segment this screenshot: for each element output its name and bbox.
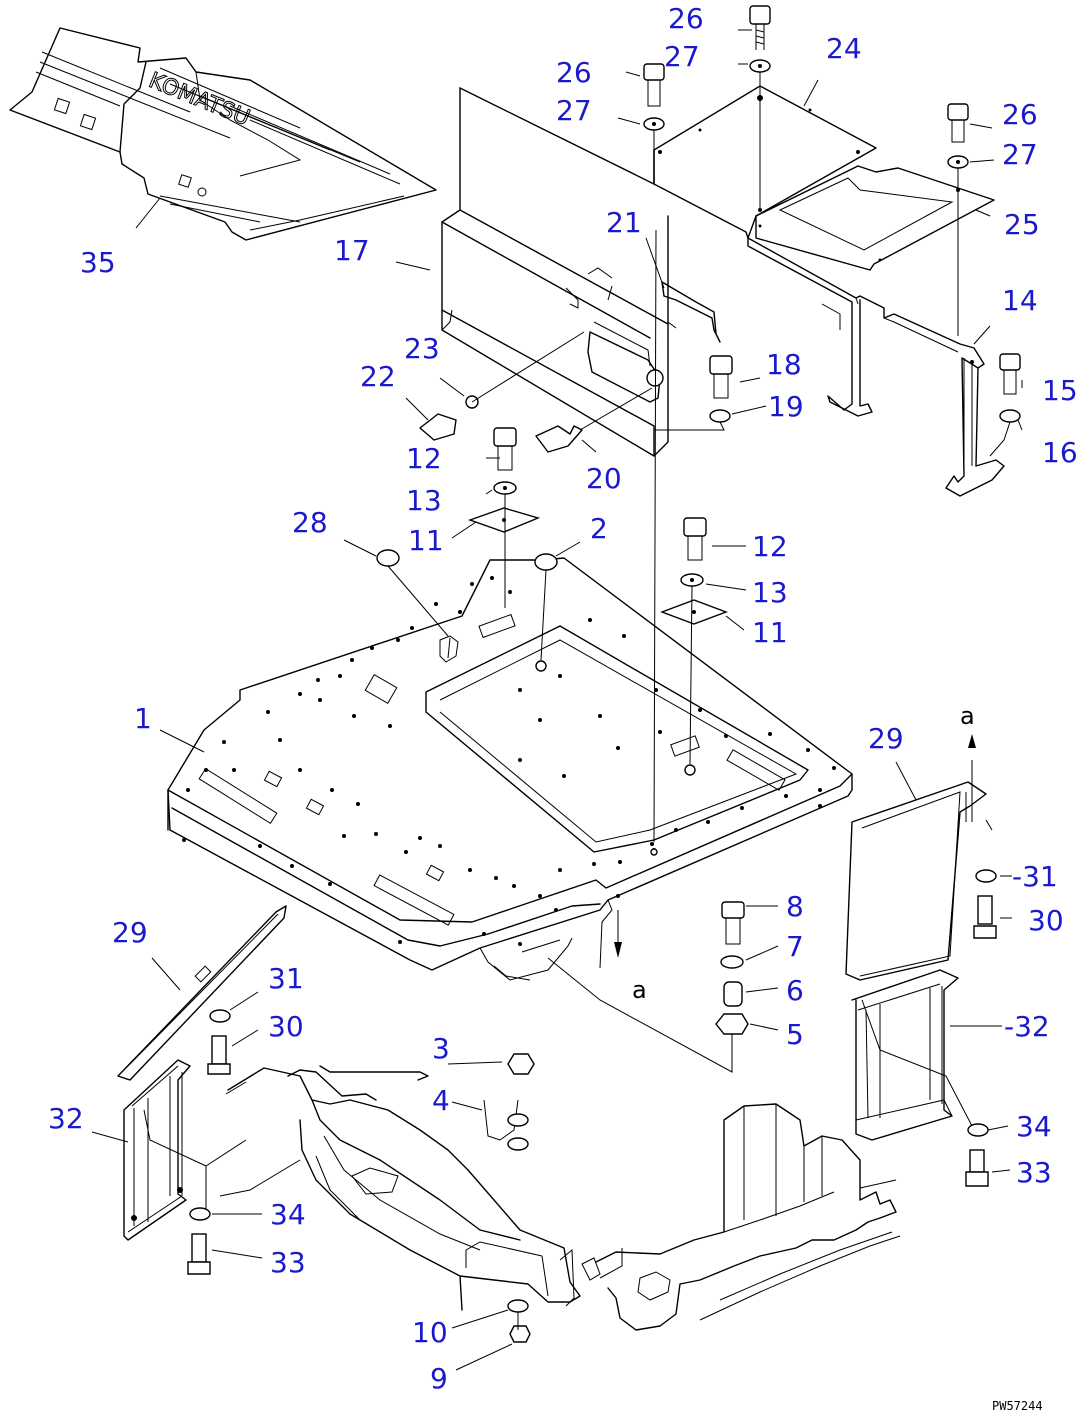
- part-label: 2: [590, 512, 608, 545]
- revolving-frame: [205, 1065, 901, 1331]
- part-label: 26: [556, 56, 592, 89]
- support-bracket: [747, 237, 1005, 497]
- part-label: 33: [1016, 1156, 1052, 1189]
- part-label: 15: [1042, 374, 1078, 407]
- part-label: 32: [48, 1102, 84, 1135]
- part-label: 35: [80, 246, 116, 279]
- part-label: 10: [412, 1316, 448, 1349]
- part-label: 25: [1004, 208, 1040, 241]
- part-label: 9: [430, 1362, 448, 1395]
- part-label: 12: [752, 530, 788, 563]
- part-label: 27: [664, 40, 700, 73]
- part-label: 24: [826, 32, 862, 65]
- part-label: 5: [786, 1018, 804, 1051]
- part-label: 13: [752, 576, 788, 609]
- part-label: 34: [1016, 1110, 1052, 1143]
- section-mark-bottom: a: [632, 976, 647, 1004]
- part-label: -31: [1012, 860, 1058, 893]
- part-label: 21: [606, 206, 642, 239]
- part-label: 7: [786, 930, 804, 963]
- part-label: 3: [432, 1032, 450, 1065]
- part-label: 4: [432, 1084, 450, 1117]
- part-label: 11: [408, 524, 444, 557]
- part-label: 29: [112, 916, 148, 949]
- part-label: 18: [766, 348, 802, 381]
- part-label: 8: [786, 890, 804, 923]
- hardware: [187, 5, 1021, 1343]
- side-cover: [755, 165, 995, 271]
- part-label: 19: [768, 390, 804, 423]
- part-label: 30: [1028, 904, 1064, 937]
- part-label: 26: [668, 2, 704, 35]
- floor-mat: KOMATSU: [9, 27, 437, 241]
- part-label: 27: [1002, 138, 1038, 171]
- top-cover: [653, 85, 877, 239]
- part-label: 16: [1042, 436, 1078, 469]
- part-label: 11: [752, 616, 788, 649]
- part-label: 31: [268, 962, 304, 995]
- part-labels: 26 27 24 26 27 26 27 25 35 17 21 14 23 2…: [48, 2, 1078, 1395]
- part-label: 6: [786, 974, 804, 1007]
- part-label: 29: [868, 722, 904, 755]
- part-label: 13: [406, 484, 442, 517]
- drawing-code: PW57244: [992, 1399, 1043, 1413]
- part-label: 34: [270, 1198, 306, 1231]
- floor-frame: [167, 557, 853, 981]
- part-label: 22: [360, 360, 396, 393]
- leader-lines: [91, 29, 1023, 1371]
- part-label: 26: [1002, 98, 1038, 131]
- part-label: 12: [406, 442, 442, 475]
- partition-panel: [419, 87, 721, 457]
- part-label: 1: [134, 702, 152, 735]
- part-label: 27: [556, 94, 592, 127]
- section-mark-top: a: [960, 702, 975, 730]
- part-label: 20: [586, 462, 622, 495]
- part-label: 28: [292, 506, 328, 539]
- part-label: 14: [1002, 284, 1038, 317]
- left-stand: [117, 905, 287, 1241]
- part-label: 23: [404, 332, 440, 365]
- part-label: 17: [334, 234, 370, 267]
- part-label: 33: [270, 1246, 306, 1279]
- right-stand: [845, 781, 993, 1141]
- part-label: -32: [1004, 1010, 1050, 1043]
- section-marks: a a: [632, 702, 975, 1004]
- part-label: 30: [268, 1010, 304, 1043]
